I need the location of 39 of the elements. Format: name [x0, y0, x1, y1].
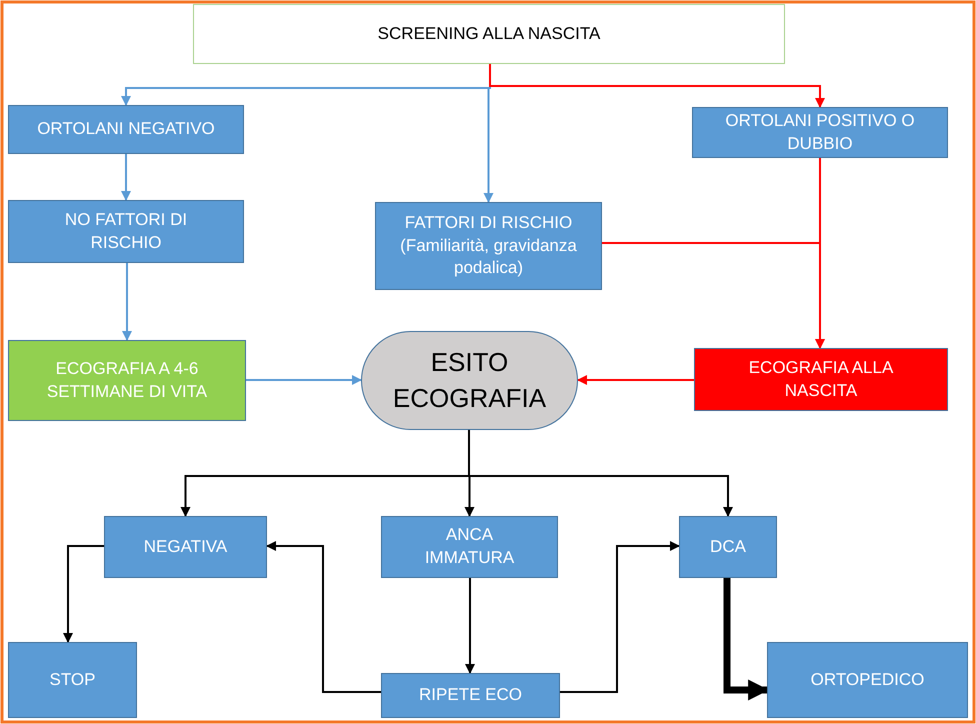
node-label: RIPETE ECO	[419, 684, 522, 706]
node-label: NO FATTORI DI RISCHIO	[64, 208, 188, 254]
arrow	[121, 154, 131, 201]
node-label: ESITO ECOGRAFIA	[392, 346, 548, 414]
arrow	[465, 578, 475, 674]
arrow	[468, 430, 733, 517]
process-box	[679, 516, 777, 578]
process-box	[8, 200, 244, 263]
node-label: ORTOPEDICO	[810, 668, 924, 691]
node-label: ANCA IMMATURA	[424, 524, 514, 569]
arrow	[560, 541, 680, 693]
process-box	[8, 340, 246, 421]
process-box	[381, 673, 560, 718]
arrow	[602, 242, 825, 349]
process-box	[104, 516, 267, 578]
arrow	[577, 375, 694, 385]
node-label: SCREENING ALLA NASCITA	[378, 22, 600, 45]
process-box	[8, 642, 137, 718]
arrow	[63, 545, 104, 643]
process-box	[8, 105, 244, 154]
arrow	[122, 263, 132, 341]
node-label: ECOGRAFIA A 4-6 SETTIMANE DI VITA	[46, 358, 208, 402]
arrow	[489, 64, 825, 108]
node-label: NEGATIVA	[144, 536, 228, 558]
process-box	[381, 516, 558, 578]
process-box	[692, 107, 948, 158]
arrow	[266, 541, 381, 693]
process-box	[375, 202, 602, 290]
arrow	[724, 578, 770, 700]
node-label: DCA	[710, 536, 746, 558]
process-box	[694, 348, 948, 411]
node-label: FATTORI DI RISCHIO (Familiarità, gravidanza podalica)	[399, 212, 578, 280]
node-label: ECOGRAFIA ALLA NASCITA	[748, 356, 894, 402]
node-label: ORTOLANI NEGATIVO	[37, 118, 215, 140]
node-label: STOP	[50, 668, 96, 691]
node-label: ORTOLANI POSITIVO O DUBBIO	[724, 110, 916, 154]
process-box	[767, 642, 968, 718]
arrow	[246, 375, 362, 385]
start-box	[193, 4, 785, 64]
